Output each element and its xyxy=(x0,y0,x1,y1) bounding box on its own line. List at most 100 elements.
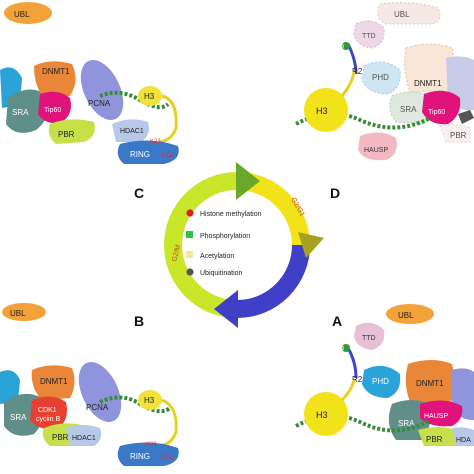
phosphorylation-dot xyxy=(342,42,350,50)
pbr-label: PBR xyxy=(58,130,75,139)
hdac1-label: HDAC1 xyxy=(120,128,144,135)
hausp-domain xyxy=(358,132,397,161)
dnmt1-label: DNMT1 xyxy=(416,379,444,388)
acetylation-marker xyxy=(186,251,193,258)
pcna-ring xyxy=(80,60,124,120)
legend-label-phosphorylation: Phosphorylation xyxy=(200,233,250,240)
dnmt1-label: DNMT1 xyxy=(42,67,70,76)
phase-label-left: G2/M xyxy=(171,244,182,263)
cell-cycle-ring: G2/G1 G2/M xyxy=(164,162,324,328)
legend: Histone methylation Phosphorylation Acet… xyxy=(186,209,262,277)
hdac-label: HDA xyxy=(456,437,471,444)
cdk1-label: CDK1 xyxy=(38,407,57,414)
g2-m-arc xyxy=(164,172,237,318)
ttd-domain xyxy=(353,20,385,49)
ubiquitin-tag xyxy=(458,110,474,124)
h3-histone xyxy=(304,88,348,132)
ring-domain xyxy=(117,140,179,164)
legend-label-acetylation: Acetylation xyxy=(200,253,234,260)
phd-domain xyxy=(362,365,401,398)
dnmt1-domain-faded xyxy=(404,43,456,93)
ring-label: RING xyxy=(130,452,150,461)
h3-tail xyxy=(340,71,356,97)
h3-label: H3 xyxy=(144,396,155,405)
dnmt1-label: DNMT1 xyxy=(40,377,68,386)
ubl-domain xyxy=(386,304,434,324)
pcna-ring xyxy=(78,362,122,422)
ring-label: RING xyxy=(130,150,150,159)
phosphorylation-dot xyxy=(342,344,350,352)
ring-domain xyxy=(117,442,179,466)
g2-g1-arc xyxy=(237,172,310,245)
ubl-domain xyxy=(2,303,46,321)
panel-b-letter: B xyxy=(134,313,144,329)
r2-label: R2 xyxy=(352,67,363,76)
panel-d: UBL TTD K9 PHD R2 SRA DNMT1 Tip60 PBR H3… xyxy=(295,2,474,201)
k18-label: K18 xyxy=(162,455,173,461)
pbr-label: PBR xyxy=(52,433,69,442)
hdac1-domain xyxy=(112,119,149,142)
ubl-label: UBL xyxy=(10,309,26,318)
panel-b: UBL SRA DNMT1 CDK1 cyclin B PCNA PBR HDA… xyxy=(0,303,179,466)
linker-strand xyxy=(346,347,358,379)
phd-domain xyxy=(361,61,401,95)
h3-label: H3 xyxy=(144,92,155,101)
hausp-label: HAUSP xyxy=(424,413,448,420)
histone-methylation-marker xyxy=(186,209,194,217)
ttd-label: TTD xyxy=(362,335,376,342)
ubl-domain xyxy=(4,2,52,24)
ttd-label: TTD xyxy=(362,33,376,40)
dnmt1-domain xyxy=(405,360,455,406)
panel-d-letter: D xyxy=(330,185,340,201)
h3-histone xyxy=(138,86,162,106)
sra-label: SRA xyxy=(398,419,415,428)
ubl-domain xyxy=(377,2,441,25)
tip60-domain xyxy=(38,91,71,123)
phd-label: PHD xyxy=(372,73,389,82)
h3-histone xyxy=(138,390,162,410)
hdac-domain xyxy=(452,427,474,446)
pbr-label: PBR xyxy=(450,131,467,140)
k23-label: K23 xyxy=(146,442,157,448)
panel-a-letter: A xyxy=(332,313,342,329)
ubl-label: UBL xyxy=(394,10,410,19)
sra-label: SRA xyxy=(12,108,29,117)
blue-domain xyxy=(0,370,20,404)
phd-label: PHD xyxy=(372,377,389,386)
hausp-domain xyxy=(420,400,463,427)
ttd-domain xyxy=(354,322,385,350)
dnmt1-domain xyxy=(34,61,76,98)
ubl-label: UBL xyxy=(398,311,414,320)
s-phase-arc xyxy=(237,245,310,318)
pbr-domain-faded xyxy=(439,123,471,143)
h3-histone xyxy=(304,392,348,436)
pbr-label: PBR xyxy=(426,435,443,444)
dnmt1-domain xyxy=(31,365,75,400)
k9-label: K9 xyxy=(338,44,344,50)
dnmt1-label: DNMT1 xyxy=(414,79,442,88)
h3-tail xyxy=(159,94,178,144)
tip60-label: Tip60 xyxy=(44,107,61,114)
h3-label: H3 xyxy=(316,410,328,420)
ubiquitination-marker xyxy=(186,268,194,276)
pbr-domain xyxy=(48,119,95,144)
hdac1-domain xyxy=(66,425,102,446)
sra-label: SRA xyxy=(400,105,417,114)
panel-c: UBL SRA DNMT1 Tip60 PCNA PBR HDAC1 H3 RI… xyxy=(0,2,179,201)
cdk1-cyclin-b-domain xyxy=(30,396,67,429)
k9-label: K9 xyxy=(338,346,344,352)
r2-label: R2 xyxy=(352,375,363,384)
panel-c-letter: C xyxy=(134,185,144,201)
phosphorylation-marker xyxy=(186,231,193,238)
h3-tail xyxy=(340,379,356,402)
h3-label: H3 xyxy=(316,106,328,116)
cyclin-b-label: cyclin B xyxy=(36,416,60,423)
k23-label: K23 xyxy=(150,139,161,145)
hausp-label: HAUSP xyxy=(364,147,388,154)
legend-label-ubiquitination: Ubiquitination xyxy=(200,270,243,277)
pbr-domain xyxy=(418,427,456,446)
tip60-label: Tip60 xyxy=(428,109,445,116)
arrowhead-top xyxy=(236,162,260,200)
arrowhead-bottom xyxy=(214,290,238,328)
